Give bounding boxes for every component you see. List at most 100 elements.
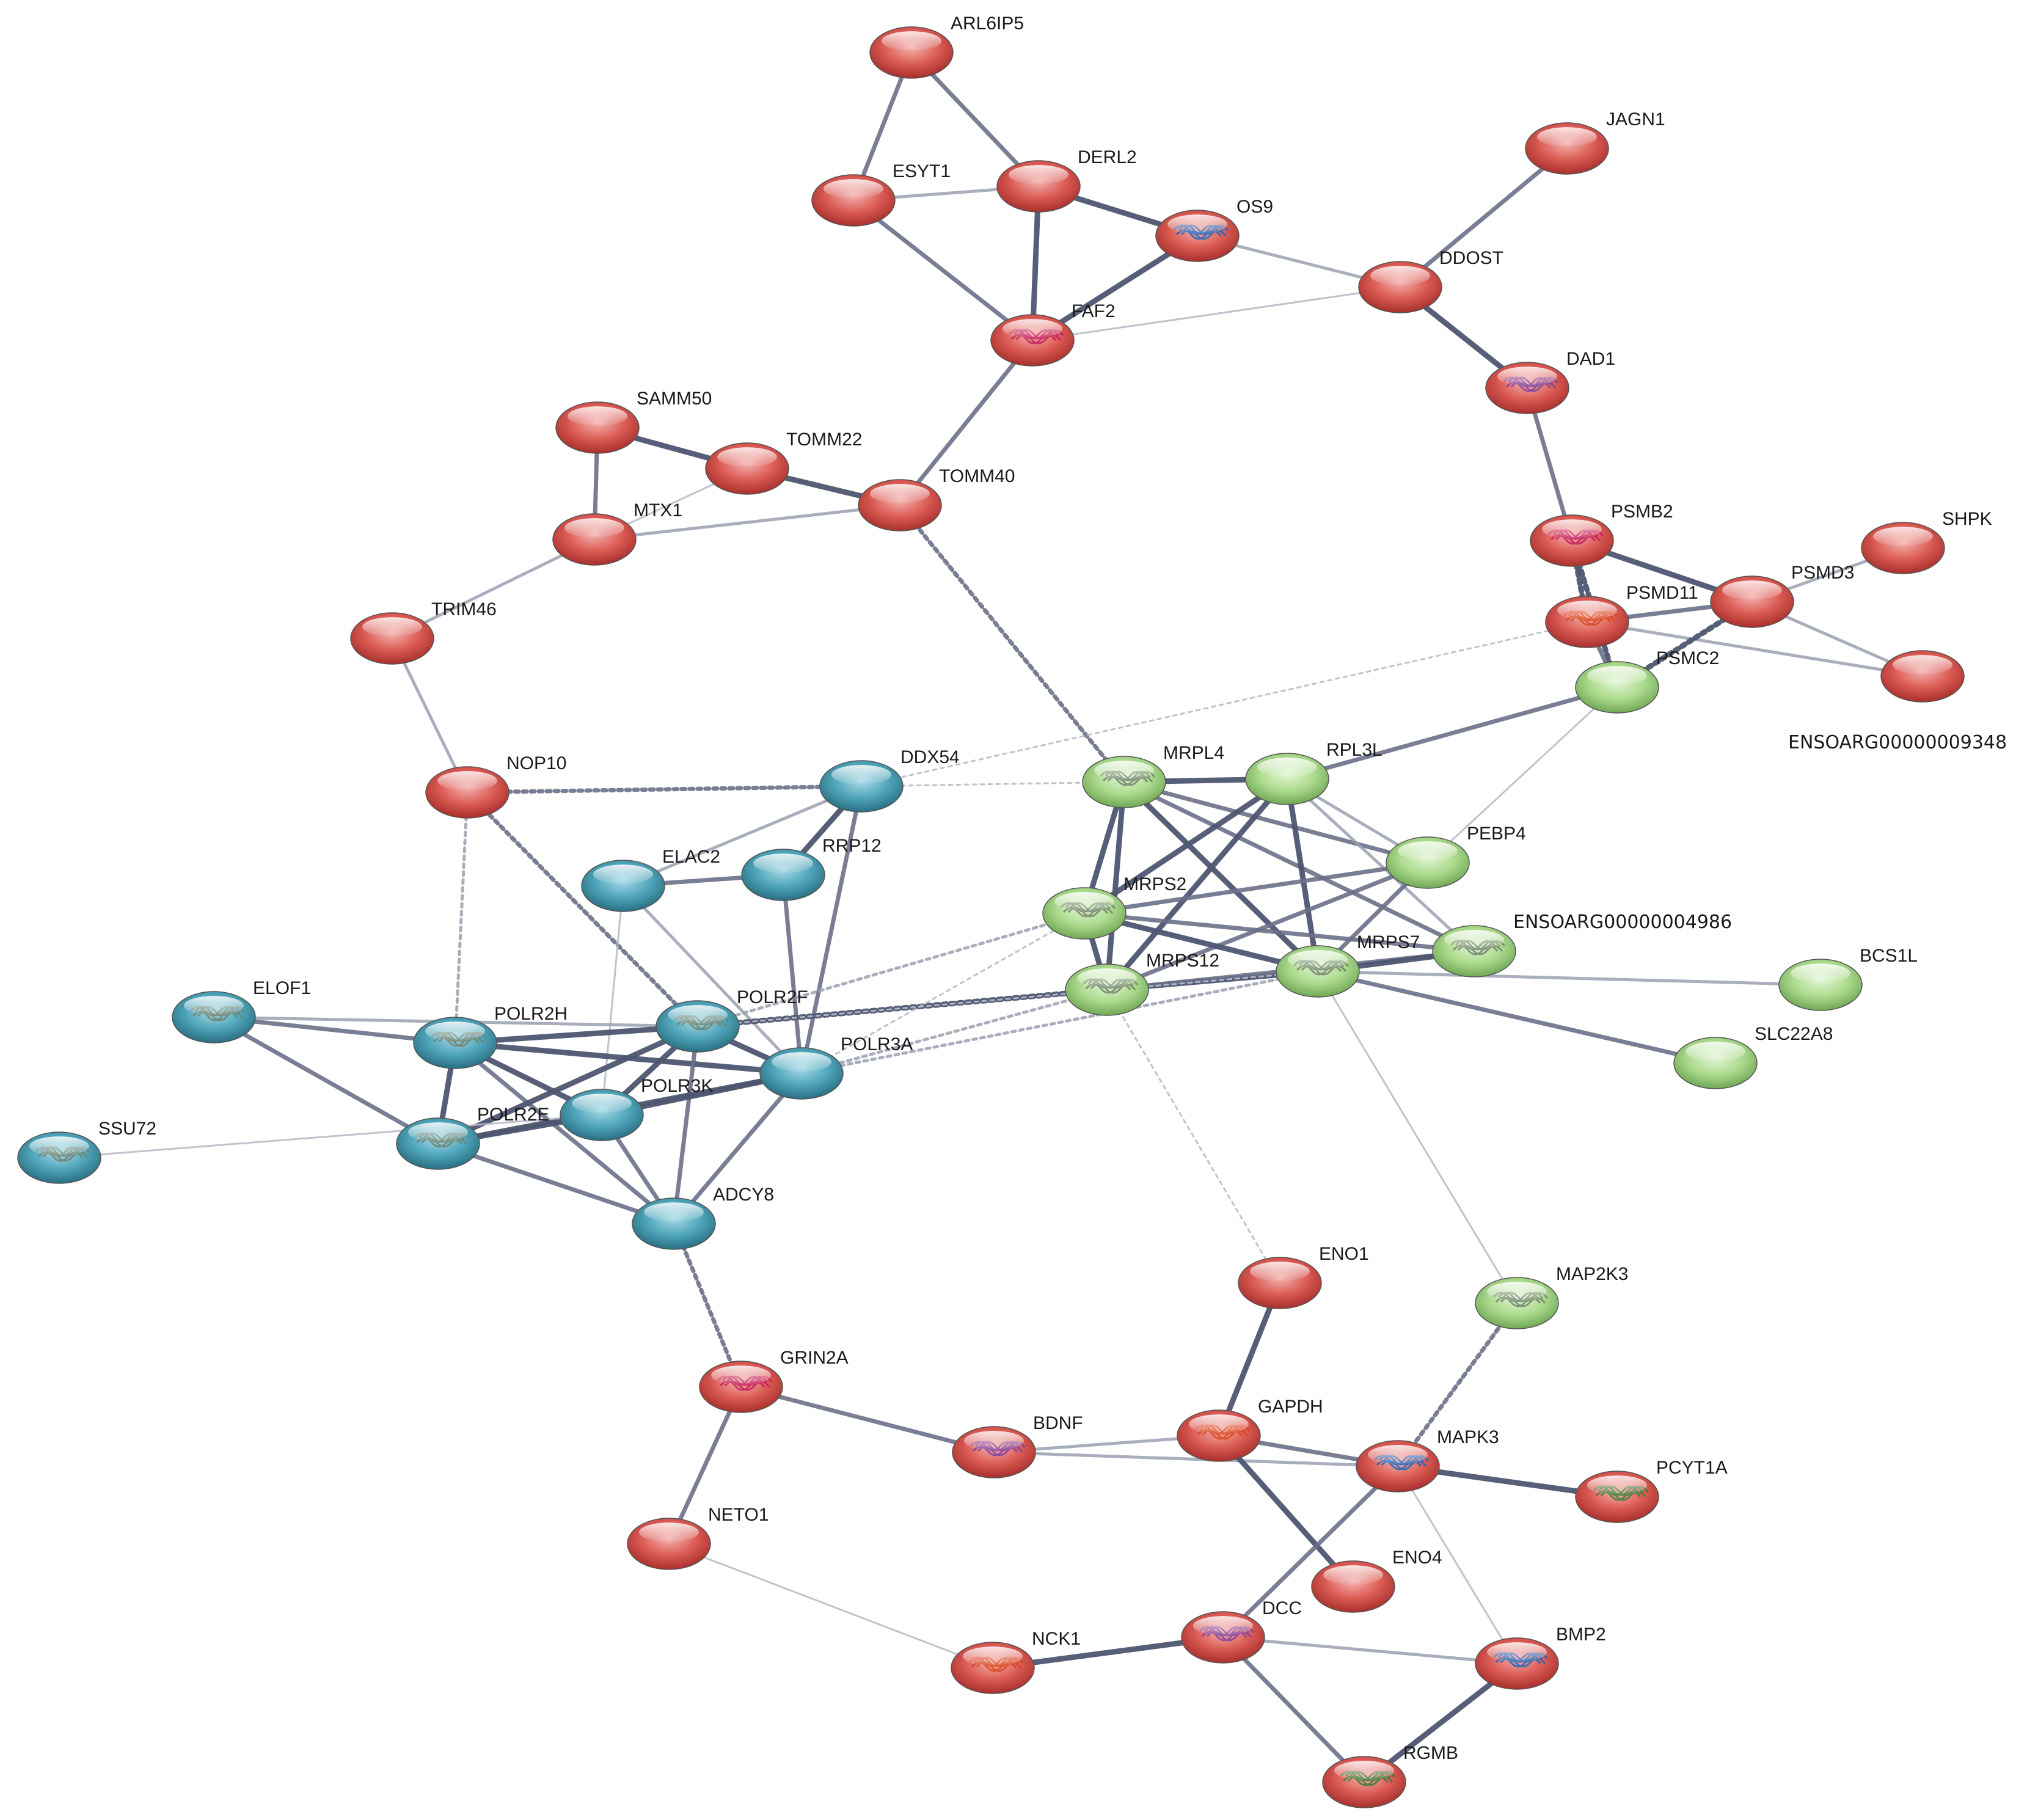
node-label: SLC22A8 [1755,1024,1833,1044]
node-label: SHPK [1942,509,1992,529]
node-rgmb[interactable]: RGMB [1322,1743,1458,1808]
node-ensoarg00000009348[interactable]: ENSOARG00000009348 [1788,650,2007,753]
node-polr2h[interactable]: POLR2H [413,1004,568,1069]
node-gloss [362,617,422,637]
node-psmd11[interactable]: PSMD11 [1545,583,1698,648]
node-mtx1[interactable]: MTX1 [552,500,682,566]
node-bcs1l[interactable]: BCS1L [1778,946,1918,1011]
edge-mapk3-dcc [1221,1464,1400,1640]
edge-rpl3l-ensoarg00000004986 [1285,777,1476,953]
node-adcy8[interactable]: ADCY8 [632,1185,774,1250]
node-esyt1[interactable]: ESYT1 [811,161,951,227]
node-grin2a[interactable]: GRIN2A [699,1348,849,1413]
node-elof1[interactable]: ELOF1 [172,978,311,1043]
node-mapk3[interactable]: MAPK3 [1356,1427,1499,1493]
node-label: NETO1 [708,1505,769,1525]
node-polr2f[interactable]: POLR2F [656,987,808,1053]
node-samm50[interactable]: SAMM50 [555,389,712,454]
edge-gapdh-eno4 [1216,1433,1356,1590]
node-bmp2[interactable]: BMP2 [1475,1624,1606,1690]
edge-polr2f-mrps2 [696,912,1086,1028]
node-bdnf[interactable]: BDNF [952,1413,1083,1478]
node-tomm22[interactable]: TOMM22 [705,429,862,495]
node-label: MRPS7 [1357,932,1420,952]
node-label: ENSOARG00000004986 [1513,912,1732,933]
node-rrp12[interactable]: RRP12 [741,836,882,901]
node-slc22a8[interactable]: SLC22A8 [1673,1024,1833,1089]
node-label: JAGN1 [1606,109,1665,130]
node-label: TOMM22 [786,429,862,450]
node-pcyt1a[interactable]: PCYT1A [1575,1458,1728,1523]
edge-grin2a-neto1 [667,1384,743,1546]
node-ensoarg00000004986[interactable]: ENSOARG00000004986 [1432,912,1732,978]
node-ddost[interactable]: DDOST [1358,248,1503,313]
node-dcc[interactable]: DCC [1181,1598,1302,1664]
node-map2k3[interactable]: MAP2K3 [1475,1264,1628,1329]
node-os9[interactable]: OS9 [1155,197,1273,262]
node-label: NCK1 [1032,1629,1081,1649]
edge-elac2-polr3k [601,885,624,1116]
node-dad1[interactable]: DAD1 [1485,349,1615,414]
node-gapdh[interactable]: GAPDH [1177,1397,1323,1462]
node-neto1[interactable]: NETO1 [627,1505,769,1570]
node-mrps7[interactable]: MRPS7 [1276,932,1420,998]
node-gloss [1193,1616,1253,1636]
edge-polr2f-mrps7 [696,970,1319,1028]
node-nop10[interactable]: NOP10 [425,753,566,819]
node-label: DDX54 [900,747,960,767]
node-psmc2[interactable]: PSMC2 [1575,648,1719,714]
node-gloss [1398,841,1458,861]
node-gloss [1334,1761,1394,1781]
node-mrps2[interactable]: MRPS2 [1042,874,1186,940]
edge-polr3a-mrps7 [800,970,1320,1075]
node-label: PSMC2 [1656,648,1719,668]
edge-mrps12-eno1 [1106,989,1281,1284]
edge-ddx54-mrpl4 [860,781,1125,788]
node-eno4[interactable]: ENO4 [1311,1548,1442,1613]
node-polr2e[interactable]: POLR2E [396,1105,549,1170]
node-polr3k[interactable]: POLR3K [560,1076,713,1141]
node-mrps12[interactable]: MRPS12 [1065,951,1219,1016]
node-gloss [1487,1282,1547,1302]
node-gloss [964,1431,1024,1451]
node-nck1[interactable]: NCK1 [951,1629,1081,1694]
node-gloss [1003,319,1062,339]
node-eno1[interactable]: ENO1 [1238,1244,1369,1309]
node-trim46[interactable]: TRIM46 [350,599,497,665]
node-ddx54[interactable]: DDX54 [819,747,960,813]
node-gloss [593,864,653,885]
node-label: ARL6IP5 [951,13,1024,34]
node-gloss [564,518,624,538]
node-elac2[interactable]: ELAC2 [581,847,720,912]
node-tomm40[interactable]: TOMM40 [858,466,1015,532]
node-rpl3l[interactable]: RPL3L [1245,740,1382,805]
node-label: PCYT1A [1656,1458,1728,1478]
edge-faf2-tomm40 [897,338,1035,508]
edge-mrps2-ensoarg00000004986 [1082,911,1477,954]
node-psmb2[interactable]: PSMB2 [1530,502,1673,567]
node-jagn1[interactable]: JAGN1 [1525,109,1665,175]
node-faf2[interactable]: FAF2 [990,301,1116,367]
node-label: MTX1 [634,500,682,521]
node-polr3a[interactable]: POLR3A [759,1034,913,1100]
node-arl6ip5[interactable]: ARL6IP5 [869,13,1024,79]
edge-polr3a-mrps12 [800,988,1109,1075]
node-gloss [29,1136,89,1157]
edge-bdnf-mapk3 [992,1450,1400,1468]
node-label: ELOF1 [253,978,311,998]
node-label: BCS1L [1860,946,1918,966]
node-shpk[interactable]: SHPK [1861,509,1992,574]
edge-grin2a-bdnf [739,1384,996,1455]
node-pebp4[interactable]: PEBP4 [1386,824,1526,889]
node-mrpl4[interactable]: MRPL4 [1082,743,1224,808]
node-psmd3[interactable]: PSMD3 [1710,563,1854,628]
edge-dcc-bmp2 [1221,1635,1519,1665]
node-label: POLR2E [477,1105,549,1125]
node-derl2[interactable]: DERL2 [996,147,1137,213]
edge-map2k3-mapk3 [1395,1301,1519,1469]
node-label: PSMD3 [1791,563,1854,583]
edge-jagn1-ddost [1398,146,1569,290]
node-label: RPL3L [1326,740,1382,760]
node-ssu72[interactable]: SSU72 [17,1119,156,1184]
